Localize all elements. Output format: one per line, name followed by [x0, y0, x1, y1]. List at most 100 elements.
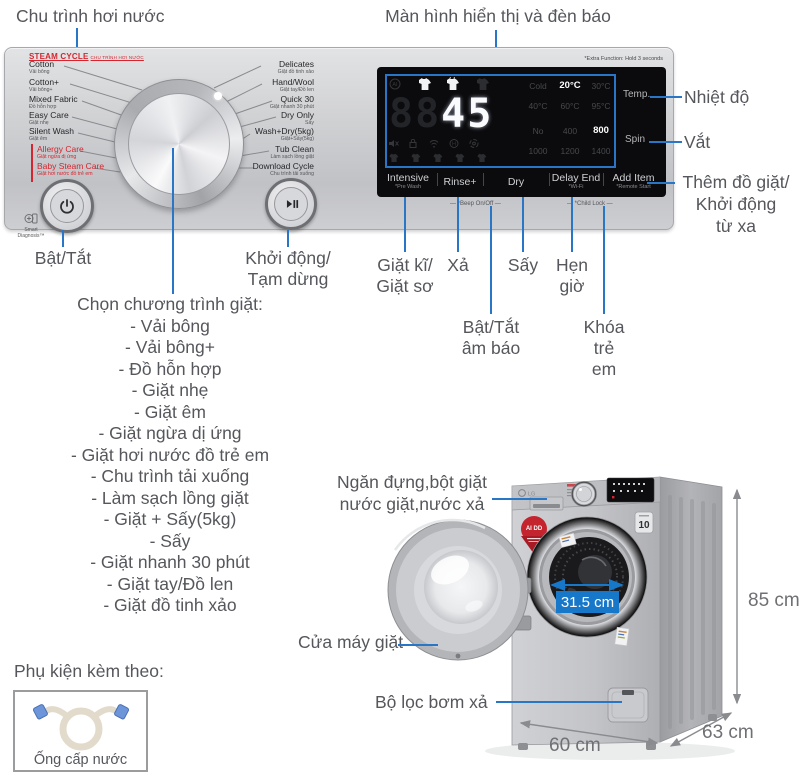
program-list-item: - Giặt nhanh 30 phút: [90, 552, 250, 572]
rinse-callout: Xả: [447, 255, 469, 275]
delay-callout: Hẹn giờ: [555, 255, 589, 296]
program-list-item: - Giặt đồ tinh xảo: [103, 595, 237, 615]
temp-option: Cold: [529, 81, 547, 91]
dimension-arrows: [519, 488, 742, 747]
callout-line: [76, 28, 78, 49]
machine-display: [606, 477, 655, 503]
display-callout: Màn hình hiển thị và đèn báo: [385, 6, 611, 26]
callout-line: [571, 197, 573, 252]
intensive-button: Intensive*Pre Wash: [386, 172, 430, 191]
pump-filter-door: [607, 687, 649, 723]
side-grooves: [668, 495, 716, 729]
mute-icon: [389, 140, 399, 147]
power-icon: [60, 199, 74, 214]
callout-line: [62, 230, 64, 247]
callout-line: [172, 148, 174, 294]
spin-callout: Vắt: [684, 132, 711, 152]
temp-option: 40°C: [528, 101, 548, 111]
callout-line: [398, 644, 438, 646]
temp-callout: Nhiệt độ: [684, 87, 750, 107]
dial-connector-lines: [63, 65, 277, 173]
temp-option: 95°C: [591, 101, 611, 111]
spin-option: No: [532, 126, 544, 136]
callout-line: [496, 701, 622, 703]
callout-line: [603, 206, 605, 314]
callout-line: [650, 96, 682, 98]
spin-option: 400: [562, 126, 578, 136]
ten-year-badge: 10: [634, 511, 654, 534]
callout-line: [457, 197, 459, 252]
spin-option: 1200: [560, 146, 580, 156]
delay-end-button: Delay End*Wi-Fi: [549, 167, 603, 197]
steam-cycle-callout: Chu trình hơi nước: [16, 6, 165, 26]
spin-option-active: 800: [593, 125, 609, 136]
detergent-drawer: [529, 496, 564, 511]
spin-option: 1000: [528, 146, 548, 156]
machine-knob: [571, 481, 597, 507]
svg-text:AI: AI: [392, 82, 398, 88]
svg-text:LG: LG: [528, 492, 535, 498]
spin-option: 1400: [591, 146, 611, 156]
steam-shirt-icon: [447, 77, 459, 90]
program-list-item: - Đồ hỗn hợp: [118, 358, 222, 379]
garment-status-icons: AI: [389, 77, 489, 90]
dial-knob: [128, 93, 230, 195]
svg-text:10: 10: [638, 520, 650, 531]
add-item-button: Add Item*Remote Start: [603, 167, 664, 197]
option-status-icons: H: [389, 139, 487, 162]
display-slab: AI 8845 H: [377, 67, 666, 197]
hose-label: Ống cấp nước: [33, 752, 128, 768]
temp-option: 60°C: [560, 101, 580, 111]
program-list: Chọn chương trình giặt: - Vải bông - Vải…: [20, 294, 320, 617]
program-list-title: Chọn chương trình giặt:: [77, 294, 263, 314]
drum-opening: [526, 516, 648, 638]
eco-cycle-icon: [469, 139, 479, 148]
water-hose-icon: [32, 704, 129, 751]
program-list-item: - Làm sạch lồng giặt: [91, 487, 249, 508]
program-list-item: - Giặt ngừa dị ứng: [98, 423, 242, 443]
program-list-item: - Giặt + Sấy(5kg): [103, 509, 237, 529]
height-dimension: 85 cm: [748, 590, 800, 611]
filter-callout: Bộ lọc bơm xả: [375, 692, 488, 712]
callout-line: [522, 197, 524, 252]
program-list-item: - Sấy: [149, 530, 191, 551]
heater-icon: H: [449, 139, 459, 148]
dry-callout: Sấy: [507, 255, 539, 275]
power-callout: Bật/Tắt: [34, 248, 92, 268]
callout-line: [492, 498, 547, 500]
width-dimension: 60 cm: [549, 735, 601, 756]
program-list-item: - Giặt hơi nước đồ trẻ em: [70, 444, 270, 465]
function-button-row: Intensive*Pre Wash Rinse+ Dry Delay End*…: [379, 167, 664, 197]
callout-line: [404, 197, 406, 252]
display-highlight-box: [385, 74, 616, 168]
drawer-callout: Ngăn đựng,bột giặt nước giặt,nước xả: [337, 472, 487, 514]
program-list-item: - Giặt nhẹ: [131, 380, 209, 400]
accessory-title: Phụ kiện kèm theo:: [14, 661, 164, 681]
smart-diagnosis-label: Smart Diagnosis™: [9, 206, 53, 245]
play-pause-icon: [286, 200, 298, 208]
callout-line: [287, 230, 289, 247]
child-lock-callout: Khóa trẻ em: [583, 317, 625, 379]
depth-dimension: 63 cm: [702, 722, 754, 743]
temp-option: 30°C: [591, 81, 611, 91]
program-wash-dry: Wash+Dry(5kg)Giặt+Sấy(5kg): [255, 126, 314, 143]
program-list-item: - Giặt tay/Đồ len: [106, 573, 234, 594]
smart-diagnosis-icon: [24, 213, 38, 224]
extra-function-note: *Extra Function: Hold 3 seconds: [584, 56, 663, 62]
garment-icons-dim: [389, 153, 487, 162]
rinse-button: Rinse+: [437, 167, 483, 197]
program-dial: [114, 79, 244, 209]
accessory-box: Ống cấp nước: [13, 690, 148, 772]
machine-door-open: [387, 518, 529, 661]
spin-button: Spin: [625, 134, 646, 145]
shirt-icon: [419, 78, 431, 90]
